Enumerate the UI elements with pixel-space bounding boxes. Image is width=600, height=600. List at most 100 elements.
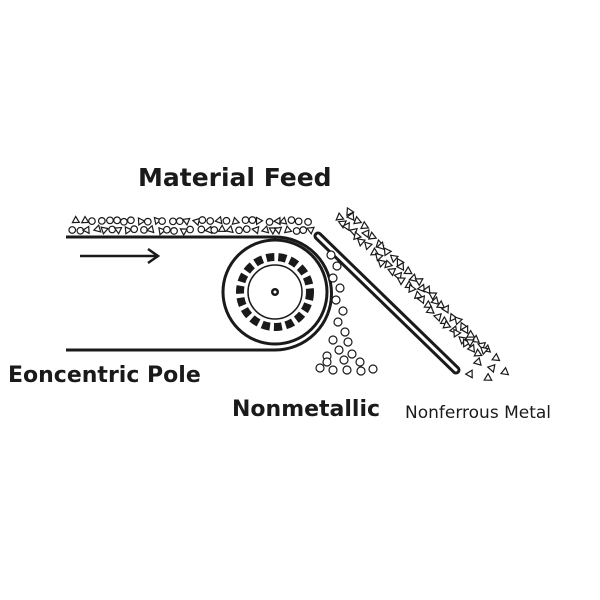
particle-triangle — [479, 346, 490, 356]
particle-triangle — [272, 216, 281, 226]
particle-round — [158, 217, 166, 226]
particle-triangle — [449, 312, 459, 322]
particle-round — [88, 217, 96, 226]
particle-round — [175, 217, 184, 226]
particle-triangle — [408, 273, 418, 283]
particle-triangle — [225, 224, 234, 234]
particle-triangle — [356, 238, 367, 248]
particle-triangle — [278, 216, 288, 225]
particle-round — [292, 227, 301, 235]
particle-round — [326, 250, 336, 260]
particle-triangle — [306, 226, 315, 235]
particle-round — [97, 216, 106, 225]
particle-triangle — [428, 292, 438, 301]
nonmetallic-particle-pile — [315, 250, 378, 376]
particle-round — [347, 349, 357, 359]
particle-triangle — [384, 259, 394, 269]
particle-triangle — [353, 230, 363, 241]
particle-round — [169, 217, 177, 226]
particle-triangle — [440, 304, 450, 314]
particle-round — [322, 357, 332, 367]
particle-triangle — [80, 215, 90, 224]
particle-round — [339, 355, 349, 365]
particle-round — [328, 273, 338, 283]
feed-direction-arrow-icon — [80, 247, 161, 265]
particle-round — [332, 261, 342, 271]
particle-triangle — [466, 343, 476, 353]
label-eccentric-pole: Eoncentric Pole — [8, 363, 201, 388]
particle-round — [210, 226, 219, 234]
particle-triangle — [442, 319, 452, 329]
particle-round — [328, 335, 338, 345]
particle-triangle — [179, 228, 189, 237]
particle-triangle — [499, 366, 510, 376]
particle-triangle — [341, 221, 350, 232]
particle-triangle — [414, 278, 424, 287]
particle-triangle — [396, 277, 407, 286]
particle-round — [287, 216, 296, 225]
particle-round — [143, 217, 152, 226]
particle-triangle — [92, 224, 102, 233]
particle-round — [333, 317, 343, 327]
particle-round — [315, 363, 325, 373]
particle-triangle — [345, 211, 355, 222]
particle-triangle — [416, 283, 426, 293]
particle-triangle — [360, 229, 370, 239]
particle-triangle — [472, 356, 482, 366]
label-material-feed: Material Feed — [138, 163, 332, 192]
particle-triangle — [430, 295, 440, 306]
particle-triangle — [335, 211, 345, 221]
particle-triangle — [483, 372, 493, 381]
particle-round — [334, 345, 344, 355]
particle-round — [304, 218, 312, 226]
rotor-pole-ring — [236, 253, 314, 331]
particle-round — [241, 216, 250, 225]
particle-round — [343, 337, 353, 347]
particle-triangle — [395, 261, 405, 272]
particle-triangle — [352, 215, 363, 225]
particle-round — [340, 327, 350, 337]
particle-round — [106, 216, 114, 225]
particle-round — [170, 227, 178, 235]
particle-round — [265, 218, 274, 226]
particle-round — [242, 225, 251, 234]
particle-round — [335, 283, 345, 293]
particle-triangle — [181, 217, 191, 227]
particle-triangle — [387, 267, 397, 277]
particle-triangle — [465, 339, 475, 348]
particle-triangle — [360, 220, 370, 230]
particle-round — [328, 365, 338, 375]
label-nonferrous-metal: Nonferrous Metal — [405, 403, 551, 423]
particle-round — [198, 216, 207, 224]
particle-round — [197, 225, 206, 234]
belt-wrap — [274, 235, 333, 352]
feed-material-particles — [68, 215, 315, 237]
particle-round — [368, 364, 378, 374]
particle-round — [235, 226, 243, 235]
particle-round — [342, 365, 352, 375]
particle-triangle — [465, 329, 476, 338]
particle-triangle — [137, 216, 146, 226]
particle-triangle — [435, 299, 446, 309]
particle-triangle — [367, 231, 378, 240]
particle-round — [140, 225, 148, 234]
particle-triangle — [113, 226, 123, 235]
particle-triangle — [81, 225, 90, 235]
particle-round — [162, 225, 171, 234]
particle-triangle — [464, 369, 473, 379]
particle-triangle — [214, 215, 223, 225]
particle-triangle — [231, 216, 241, 226]
particle-triangle — [273, 226, 283, 235]
particle-triangle — [260, 224, 270, 234]
particle-round — [331, 295, 341, 305]
particle-triangle — [383, 247, 393, 257]
particle-triangle — [416, 294, 426, 305]
nonferrous-particle-stream — [335, 206, 510, 381]
particle-round — [338, 306, 348, 316]
particle-triangle — [425, 305, 435, 314]
particle-triangle — [374, 252, 384, 262]
particle-round — [130, 225, 139, 234]
particle-round — [126, 216, 135, 225]
particle-triangle — [124, 225, 133, 235]
